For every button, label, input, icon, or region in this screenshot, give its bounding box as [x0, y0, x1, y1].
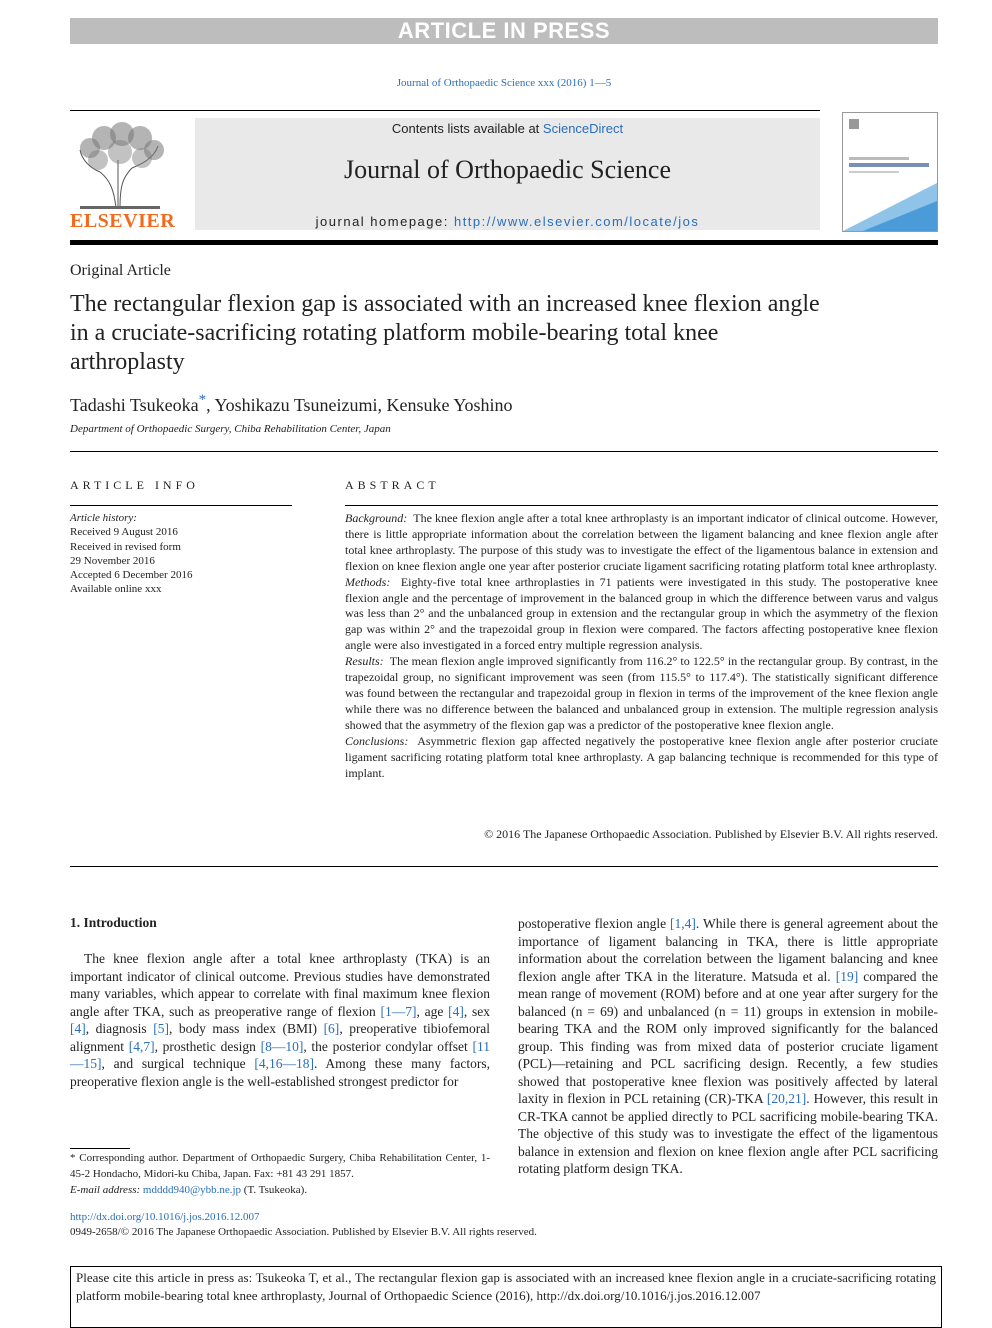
corresponding-author-mark[interactable]: * [198, 392, 207, 408]
citation-link[interactable]: [1—7] [380, 1003, 417, 1019]
abstract-label: Background: [345, 511, 408, 525]
citation-link[interactable]: [4] [448, 1003, 464, 1019]
paragraph: The knee flexion angle after a total kne… [70, 951, 490, 1089]
divider [70, 110, 820, 111]
citation-link[interactable]: [8—10] [260, 1038, 304, 1054]
history-item: Received in revised form [70, 540, 181, 553]
citation-notice-box: Please cite this article in press as: Ts… [70, 1266, 942, 1328]
citation-link[interactable]: [4] [70, 1021, 86, 1036]
elsevier-tree-logo [79, 122, 164, 209]
abstract-text: Asymmetric flexion gap affected negative… [345, 733, 938, 780]
citation-link[interactable]: [6] [323, 1021, 340, 1036]
history-item: Available online xxx [70, 583, 162, 596]
author-names-rest: , Yoshikazu Tsuneizumi, Kensuke Yoshino [206, 395, 513, 415]
divider [70, 505, 292, 506]
article-history: Article history: Received 9 August 2016 … [70, 511, 192, 597]
abstract-label: Results: [345, 654, 384, 669]
issn-copyright-line: 0949-2658/© 2016 The Japanese Orthopaedi… [70, 1226, 537, 1238]
history-item: Accepted 6 December 2016 [70, 569, 193, 582]
body-column-right: postoperative flexion angle [1,4]. While… [518, 915, 938, 1178]
citation-link[interactable]: [19] [835, 968, 859, 984]
divider [345, 505, 938, 506]
corresponding-author-footnote: * Corresponding author. Department of Or… [70, 1150, 490, 1198]
citation-link[interactable]: [5] [153, 1021, 169, 1036]
paragraph: postoperative flexion angle [1,4]. While… [518, 916, 939, 1176]
article-info-heading: ARTICLE INFO [70, 478, 199, 492]
body-column-left: The knee flexion angle after a total kne… [70, 950, 490, 1090]
citation-link[interactable]: [4,7] [128, 1038, 155, 1054]
email-link[interactable]: mdddd940@ybb.ne.jp [142, 1184, 242, 1196]
article-type: Original Article [70, 262, 171, 279]
sciencedirect-link[interactable]: ScienceDirect [542, 121, 624, 136]
abstract-label: Methods: [345, 574, 391, 589]
abstract-copyright: © 2016 The Japanese Orthopaedic Associat… [484, 827, 938, 841]
elsevier-wordmark: ELSEVIER [70, 210, 176, 232]
citation-link[interactable]: [1,4] [670, 916, 696, 931]
footnote-divider [70, 1148, 130, 1149]
article-title: The rectangular flexion gap is associate… [70, 291, 820, 375]
email-suffix: (T. Tsukeoka). [241, 1184, 308, 1196]
footnote-mark: * [70, 1152, 76, 1164]
abstract-body: Background: The knee flexion angle after… [345, 511, 938, 781]
homepage-link[interactable]: http://www.elsevier.com/locate/jos [453, 214, 700, 229]
abstract-background: Background: The knee flexion angle after… [345, 511, 938, 575]
abstract-heading: ABSTRACT [345, 478, 440, 492]
abstract-text: The knee flexion angle after a total kne… [345, 511, 938, 573]
journal-cover-thumbnail[interactable] [842, 112, 938, 232]
section-heading-introduction: 1. Introduction [70, 915, 157, 930]
homepage-line: journal homepage: http://www.elsevier.co… [195, 214, 820, 229]
doi-link[interactable]: http://dx.doi.org/10.1016/j.jos.2016.12.… [70, 1211, 260, 1223]
journal-header-box [195, 118, 820, 230]
author-name: Tadashi Tsukeoka [70, 395, 199, 415]
history-item: 29 November 2016 [70, 554, 155, 567]
author-list: Tadashi Tsukeoka*, Yoshikazu Tsuneizumi,… [70, 392, 513, 416]
email-label: E-mail address: [70, 1184, 141, 1196]
contents-line: Contents lists available at ScienceDirec… [195, 121, 820, 136]
journal-title: Journal of Orthopaedic Science [343, 155, 672, 184]
homepage-prefix: journal homepage: [315, 214, 454, 229]
affiliation: Department of Orthopaedic Surgery, Chiba… [70, 423, 391, 435]
abstract-text: Eighty-five total knee arthroplasties in… [345, 574, 939, 653]
abstract-text: The mean flexion angle improved signific… [345, 654, 938, 732]
article-in-press-banner: ARTICLE IN PRESS [70, 18, 938, 44]
citation-link[interactable]: [4,16—18] [254, 1056, 314, 1071]
citation-link[interactable]: [11—15] [70, 1038, 490, 1072]
footnote-text: Corresponding author. Department of Orth… [70, 1152, 490, 1180]
abstract-label: Conclusions: [345, 733, 409, 748]
abstract-methods: Methods: Eighty-five total knee arthropl… [345, 575, 938, 655]
divider [70, 451, 938, 452]
history-label: Article history: [70, 512, 137, 524]
divider [70, 866, 938, 867]
contents-prefix: Contents lists available at [391, 121, 543, 136]
citation-link[interactable]: [20,21] [766, 1091, 807, 1106]
abstract-results: Results: The mean flexion angle improved… [345, 654, 938, 734]
history-item: Received 9 August 2016 [70, 526, 178, 539]
header-thick-divider [70, 240, 938, 245]
abstract-conclusions: Conclusions: Asymmetric flexion gap affe… [345, 734, 938, 782]
journal-reference-link[interactable]: Journal of Orthopaedic Science xxx (2016… [396, 77, 612, 89]
